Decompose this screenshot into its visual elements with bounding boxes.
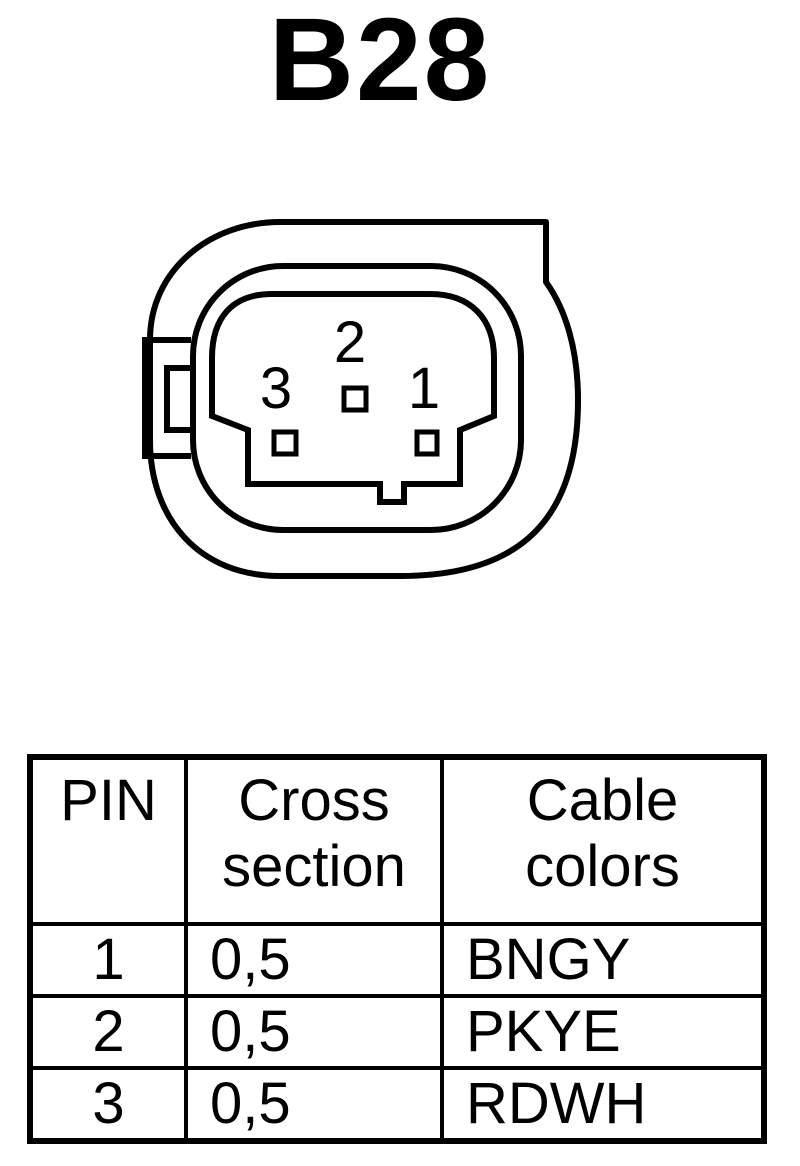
connector-title: B28 [268, 0, 492, 126]
row-2-pin: 2 [28, 994, 188, 1070]
pin-terminal-3 [271, 429, 299, 457]
row-1-pin: 1 [28, 922, 188, 998]
row-3-pin: 3 [28, 1066, 188, 1143]
pin-table: PIN Cross section Cable colors 1 0,5 BNG… [27, 754, 767, 1144]
header-cable-colors-line-2: colors [525, 834, 680, 899]
row-2-cable-color: PKYE [440, 994, 766, 1070]
pin-terminal-1 [414, 429, 440, 457]
pin-label-1: 1 [408, 356, 440, 421]
table-header-row: PIN Cross section Cable colors [28, 755, 766, 926]
table-row: 1 0,5 BNGY [28, 922, 766, 998]
table-row: 2 0,5 PKYE [28, 994, 766, 1070]
connector-outer-housing [147, 219, 581, 579]
header-cross-section: Cross section [184, 755, 444, 926]
pin-label-2: 2 [334, 310, 366, 375]
header-cable-colors: Cable colors [440, 755, 766, 926]
connector-inner-face [190, 263, 524, 533]
connector-side-latch [142, 337, 191, 459]
connector-diagram: 1 2 3 [142, 219, 581, 579]
row-1-cross-section: 0,5 [184, 922, 444, 998]
header-pin: PIN [28, 755, 188, 926]
row-1-cable-color: BNGY [440, 922, 766, 998]
row-2-cross-section: 0,5 [184, 994, 444, 1070]
connector-pin-cavity [209, 291, 497, 505]
header-cross-section-line-2: section [222, 834, 406, 899]
table-row: 3 0,5 RDWH [28, 1066, 766, 1143]
header-cross-section-line-1: Cross [238, 768, 390, 833]
header-pin-text: PIN [60, 768, 157, 833]
pin-terminal-2 [341, 385, 369, 413]
pin-label-3: 3 [260, 356, 292, 421]
row-3-cross-section: 0,5 [184, 1066, 444, 1143]
header-cable-colors-line-1: Cable [526, 768, 679, 833]
row-3-cable-color: RDWH [440, 1066, 766, 1143]
